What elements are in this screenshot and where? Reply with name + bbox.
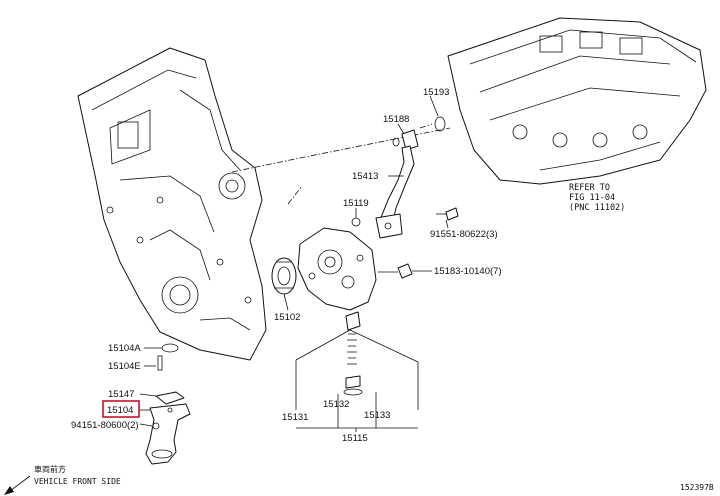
bolt-91551 (436, 207, 459, 221)
stud-15104e (157, 355, 163, 371)
label-15104[interactable]: 15104 (107, 405, 133, 416)
bolt-94151 (152, 422, 160, 430)
bolt-15183 (378, 263, 413, 279)
label-15133[interactable]: 15133 (364, 410, 390, 421)
refer-line-1: REFER TO (569, 183, 610, 193)
label-15115[interactable]: 15115 (342, 433, 368, 444)
o-ring-15193 (434, 116, 446, 132)
oil-strainer-15104 (145, 403, 191, 465)
label-15104a[interactable]: 15104A (108, 343, 141, 354)
label-15131[interactable]: 15131 (282, 412, 308, 423)
label-15102[interactable]: 15102 (274, 312, 300, 323)
reference-axis-line (231, 127, 451, 173)
figure-id: 152397B (680, 483, 714, 492)
label-15413[interactable]: 15413 (352, 171, 378, 182)
oil-pump-body (297, 227, 377, 311)
cylinder-head (447, 17, 707, 185)
label-15147[interactable]: 15147 (108, 389, 134, 400)
refer-line-2: FIG 11-04 (569, 193, 615, 203)
vehicle-front-arrow (4, 475, 31, 495)
front-label-en: VEHICLE FRONT SIDE (34, 477, 121, 486)
relief-valve-parts (343, 311, 363, 396)
label-15104e[interactable]: 15104E (108, 361, 141, 372)
front-label-jp: 車両前方 (34, 464, 66, 474)
refer-line-3: (PNC 11102) (569, 203, 625, 213)
label-15193[interactable]: 15193 (423, 87, 449, 98)
timing-cover (77, 47, 267, 361)
label-15119[interactable]: 15119 (343, 198, 369, 209)
gasket-15147 (155, 391, 185, 405)
union-15188 (392, 129, 419, 151)
label-91551[interactable]: 91551-80622(3) (430, 229, 498, 240)
fitting-15119 (351, 217, 361, 227)
oil-pump-rotor-15102 (271, 257, 297, 295)
label-15188[interactable]: 15188 (383, 114, 409, 125)
label-15183[interactable]: 15183-10140(7) (434, 266, 502, 277)
label-15132[interactable]: 15132 (323, 399, 349, 410)
label-94151[interactable]: 94151-80600(2) (71, 420, 139, 431)
highlight-box-15104 (102, 400, 140, 418)
gasket-15104a (161, 343, 179, 353)
oil-pipe-15413 (375, 145, 415, 239)
